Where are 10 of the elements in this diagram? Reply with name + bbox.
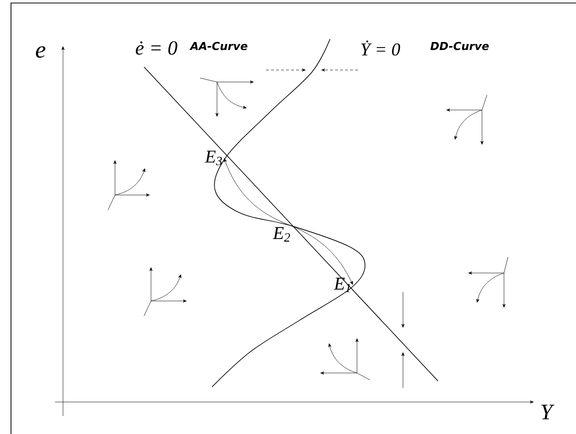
equation-label: Ẏ = 0	[361, 40, 400, 56]
curve-label: DD-Curve	[430, 42, 489, 50]
trajectory-arrow	[224, 158, 292, 226]
curve-label: AA-Curve	[189, 42, 248, 50]
point-label: E$_{2}$	[272, 227, 290, 242]
axis-label: Y	[541, 404, 554, 420]
point-label: E$_{3}$	[204, 150, 222, 166]
equation-label: ė = 0	[136, 41, 178, 55]
axis-label: e	[36, 46, 46, 58]
trajectory-arrow	[292, 226, 353, 285]
